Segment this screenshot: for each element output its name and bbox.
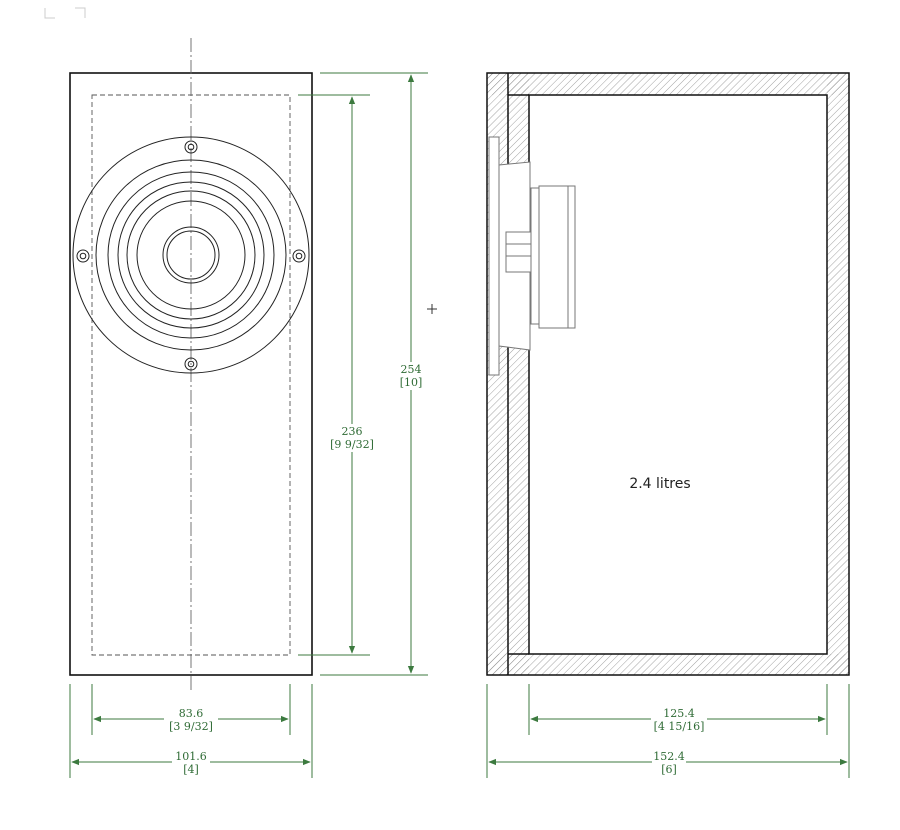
driver-dustcap-inner — [166, 230, 216, 280]
driver-surround-outer — [95, 159, 287, 351]
depth-inner-mm: 125.4 — [663, 707, 695, 720]
mounting-screw-bottom — [184, 357, 198, 371]
corner-mark — [44, 7, 86, 19]
driver-cone-outer — [117, 181, 265, 329]
height-inner-mm: 236 — [342, 425, 363, 438]
front-view: 254 [10] 236 [9 9/32] 83.6 [3 9/32] 101.… — [69, 38, 428, 778]
side-outer-outline — [486, 72, 850, 676]
driver-front — [72, 136, 310, 374]
driver-surround-inner — [107, 171, 275, 339]
depth-outer-inch: [6] — [661, 763, 677, 776]
driver-frame — [72, 136, 310, 374]
depth-inner-inch: [4 15/16] — [654, 720, 705, 733]
height-inner-inch: [9 9/32] — [330, 438, 374, 451]
height-outer-inch: [10] — [400, 376, 423, 389]
wall-top — [487, 73, 849, 95]
side-section-view: 2.4 litres 125.4 [4 15/16] 152.4 [6] — [486, 72, 850, 778]
width-inner-mm: 83.6 — [179, 707, 204, 720]
wall-bottom — [487, 654, 849, 675]
driver-dustcap-outer — [162, 226, 220, 284]
depth-outer-mm: 152.4 — [653, 750, 685, 763]
driver-profile — [488, 136, 576, 376]
volume-label: 2.4 litres — [629, 476, 690, 492]
side-inner-cavity — [528, 94, 828, 655]
width-outer-mm: 101.6 — [175, 750, 207, 763]
width-outer-inch: [4] — [183, 763, 199, 776]
driver-cone-mid — [126, 190, 256, 320]
driver-cone-inner — [136, 200, 246, 310]
mounting-screw-top — [184, 140, 198, 154]
height-outer-mm: 254 — [401, 363, 422, 376]
wall-back — [827, 73, 849, 675]
crosshair-mark — [427, 304, 437, 314]
mounting-screw-left — [76, 249, 90, 263]
width-inner-inch: [3 9/32] — [169, 720, 213, 733]
mounting-screw-right — [292, 249, 306, 263]
